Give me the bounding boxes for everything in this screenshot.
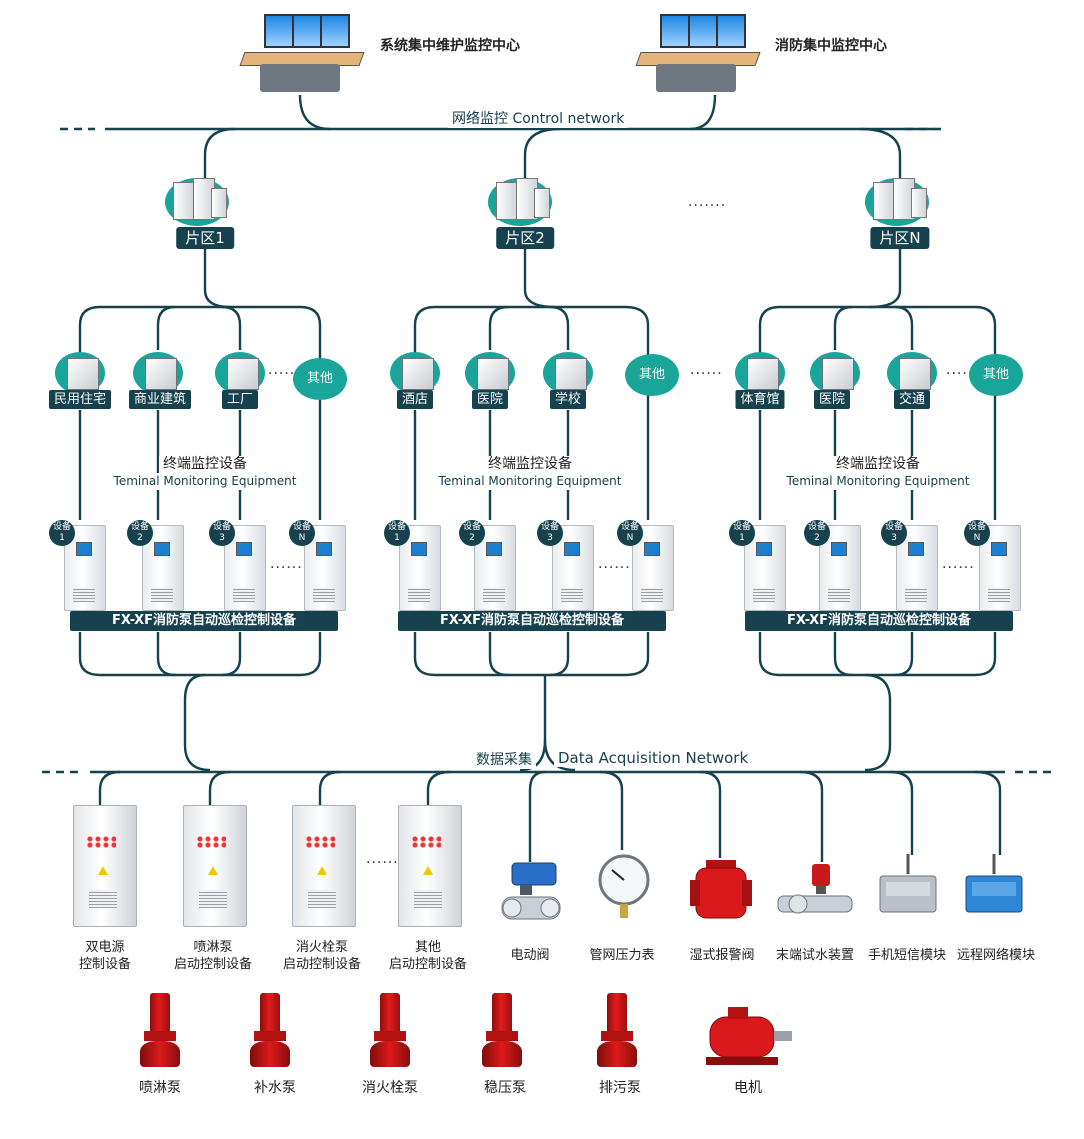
maintenance-center-title: 系统集中维护监控中心 <box>380 38 520 54</box>
other-bubble: 其他 <box>969 354 1023 396</box>
sprinkler-pump-cabinet <box>183 805 247 927</box>
monitoring-device-cabinet <box>304 525 346 611</box>
zone-building-icon <box>488 178 552 226</box>
zone-label: 片区N <box>870 227 930 249</box>
sprinkler-pump-icon <box>140 993 180 1071</box>
data-network-label-cn: 数据采集 <box>472 749 536 769</box>
hydrant-pump-icon <box>370 993 410 1071</box>
monitoring-device-cabinet <box>744 525 786 611</box>
monitoring-device-cabinet <box>142 525 184 611</box>
cabinet-ellipsis: ······ <box>366 855 399 871</box>
motorized-valve-icon <box>501 862 561 920</box>
building-label: 交通 <box>893 390 931 409</box>
hospital-icon <box>810 352 860 394</box>
pump-caption: 消火栓泵 <box>362 1080 418 1096</box>
dual-power-cabinet <box>73 805 137 927</box>
sewage-pump-icon <box>597 993 637 1071</box>
commercial-icon <box>133 352 183 394</box>
zone-label: 片区2 <box>496 227 554 249</box>
field-device-caption: 末端试水装置 <box>775 948 855 963</box>
motor-icon <box>706 1007 792 1065</box>
fire-console-icon <box>632 8 762 98</box>
pressure-pump-icon <box>482 993 522 1071</box>
maintenance-console-icon <box>236 8 366 98</box>
equipment-bar: FX-XF消防泵自动巡检控制设备 <box>398 611 666 631</box>
pump-caption: 电机 <box>734 1080 762 1096</box>
pump-caption: 稳压泵 <box>484 1080 526 1096</box>
transport-icon <box>887 352 937 394</box>
building-label: 医院 <box>813 390 851 409</box>
field-device-caption: 手机短信模块 <box>867 948 947 963</box>
terminal-label-cn: 终端监控设备 <box>484 456 576 473</box>
field-device-caption: 电动阀 <box>510 948 550 963</box>
field-device-caption: 管网压力表 <box>589 948 655 963</box>
makeup-pump-icon <box>250 993 290 1071</box>
building-label: 体育馆 <box>735 390 785 409</box>
device-ellipsis: ······ <box>942 560 975 576</box>
hydrant-pump-cabinet <box>292 805 356 927</box>
cabinet-caption: 消火栓泵启动控制设备 <box>282 940 362 972</box>
pump-caption: 喷淋泵 <box>139 1080 181 1096</box>
end-test-device-icon <box>777 864 853 914</box>
other-bubble: 其他 <box>625 354 679 396</box>
fire-center-title: 消防集中监控中心 <box>775 38 887 54</box>
other-bubble: 其他 <box>293 358 347 400</box>
cabinet-caption: 其他启动控制设备 <box>388 940 468 972</box>
terminal-label-en: Teminal Monitoring Equipment <box>109 473 301 490</box>
hospital-icon <box>465 352 515 394</box>
building-ellipsis: ······ <box>268 366 301 382</box>
zone-label: 片区1 <box>176 227 234 249</box>
terminal-label-en: Teminal Monitoring Equipment <box>782 473 974 490</box>
group-ellipsis: ······ <box>690 366 723 382</box>
school-icon <box>543 352 593 394</box>
device-ellipsis: ······ <box>270 560 303 576</box>
building-label: 商业建筑 <box>128 390 192 409</box>
building-label: 工厂 <box>221 390 259 409</box>
zone-building-icon <box>165 178 229 226</box>
data-network-label-en: Data Acquisition Network <box>554 749 753 767</box>
pump-caption: 排污泵 <box>599 1080 641 1096</box>
factory-icon <box>215 352 265 394</box>
other-pump-cabinet <box>398 805 462 927</box>
alarm-valve-icon <box>690 860 752 919</box>
cabinet-caption: 喷淋泵启动控制设备 <box>173 940 253 972</box>
network-module-icon <box>965 854 1023 913</box>
building-label: 医院 <box>471 390 509 409</box>
cabinet-caption: 双电源控制设备 <box>78 940 132 972</box>
building-label: 学校 <box>549 390 587 409</box>
device-ellipsis: ······ <box>598 560 631 576</box>
building-label: 民用住宅 <box>48 390 112 409</box>
zone-building-icon <box>865 178 929 226</box>
equipment-bar: FX-XF消防泵自动巡检控制设备 <box>70 611 338 631</box>
zone-ellipsis: ······· <box>688 198 727 214</box>
sms-module-icon <box>879 854 937 913</box>
monitoring-device-cabinet <box>819 525 861 611</box>
field-device-caption: 湿式报警阀 <box>689 948 755 963</box>
pump-caption: 补水泵 <box>254 1080 296 1096</box>
terminal-label-cn: 终端监控设备 <box>159 456 251 473</box>
stadium-icon <box>735 352 785 394</box>
residential-icon <box>55 352 105 394</box>
building-label: 酒店 <box>396 390 434 409</box>
pressure-gauge-icon <box>598 854 650 918</box>
terminal-label-en: Teminal Monitoring Equipment <box>434 473 626 490</box>
field-device-caption: 远程网络模块 <box>956 948 1036 963</box>
control-network-label: 网络监控 Control network <box>448 108 629 128</box>
equipment-bar: FX-XF消防泵自动巡检控制设备 <box>745 611 1013 631</box>
hotel-icon <box>390 352 440 394</box>
terminal-label-cn: 终端监控设备 <box>832 456 924 473</box>
